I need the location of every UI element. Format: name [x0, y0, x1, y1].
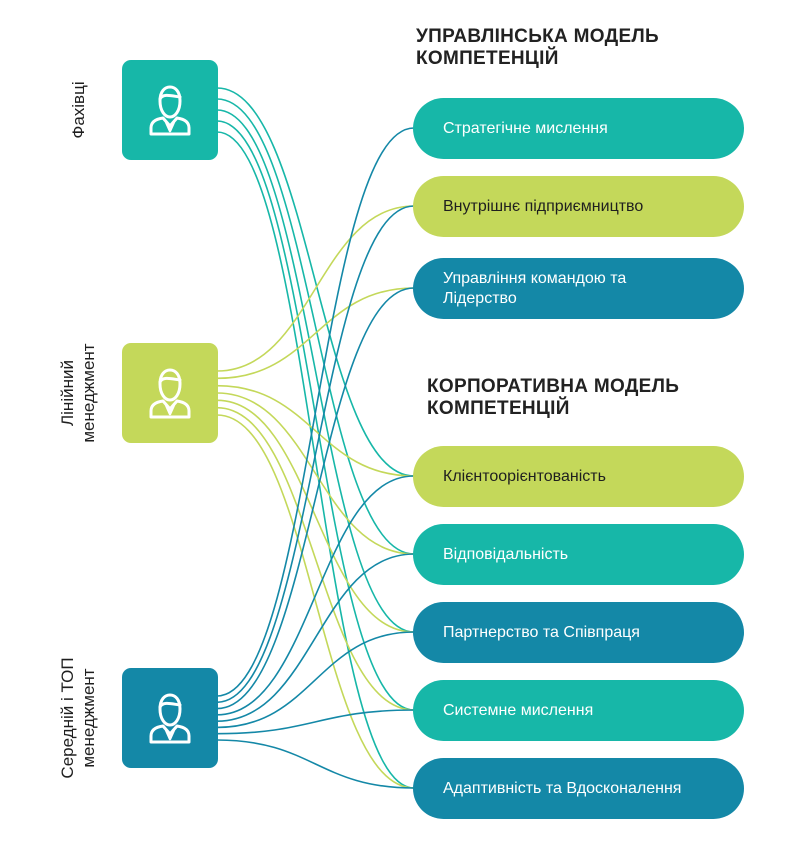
- role-label-specialists: Фахівці: [68, 81, 88, 139]
- link-specialists: [216, 98, 415, 555]
- competency-label: Партнерство та Співпраця: [443, 623, 640, 641]
- person-icon: [149, 693, 191, 744]
- link-line: [216, 392, 415, 555]
- person-icon: [149, 368, 191, 419]
- competency-pill: Клієнтоорієнтованість: [413, 446, 744, 507]
- person-icon: [149, 85, 191, 136]
- link-line: [216, 384, 415, 477]
- link-top: [216, 475, 415, 716]
- role-box-top: [122, 668, 218, 768]
- link-line: [216, 406, 415, 711]
- link-line: [216, 399, 415, 633]
- competency-label: Управління командою та Лідерство: [443, 269, 627, 307]
- competency-label: Внутрішнє підприємництво: [443, 197, 644, 215]
- role-box-specialists: [122, 60, 218, 160]
- competency-pill: Управління командою та Лідерство: [413, 258, 744, 319]
- competency-pill: Адаптивність та Вдосконалення: [413, 758, 744, 819]
- link-specialists: [216, 109, 415, 633]
- link-top: [216, 631, 415, 729]
- competency-label: Системне мислення: [443, 701, 594, 719]
- link-top: [216, 205, 415, 704]
- link-top: [216, 553, 415, 722]
- link-top: [216, 127, 415, 697]
- link-line: [216, 287, 415, 380]
- link-top: [216, 739, 415, 789]
- link-top: [216, 287, 415, 710]
- competency-label: Відповідальність: [443, 545, 569, 563]
- competency-label: Адаптивність та Вдосконалення: [443, 779, 682, 797]
- competency-pill: Стратегічне мислення: [413, 98, 744, 159]
- link-specialists: [216, 87, 415, 477]
- link-line: [216, 414, 415, 789]
- competency-pill: Внутрішнє підприємництво: [413, 176, 744, 237]
- competency-label: Стратегічне мислення: [443, 119, 608, 137]
- competency-pill: Системне мислення: [413, 680, 744, 741]
- link-line: [216, 205, 415, 372]
- competency-pill: Партнерство та Співпраця: [413, 602, 744, 663]
- link-top: [216, 709, 415, 735]
- competency-pill: Відповідальність: [413, 524, 744, 585]
- role-box-line: [122, 343, 218, 443]
- competency-label: Клієнтоорієнтованість: [443, 467, 606, 485]
- link-specialists: [216, 131, 415, 789]
